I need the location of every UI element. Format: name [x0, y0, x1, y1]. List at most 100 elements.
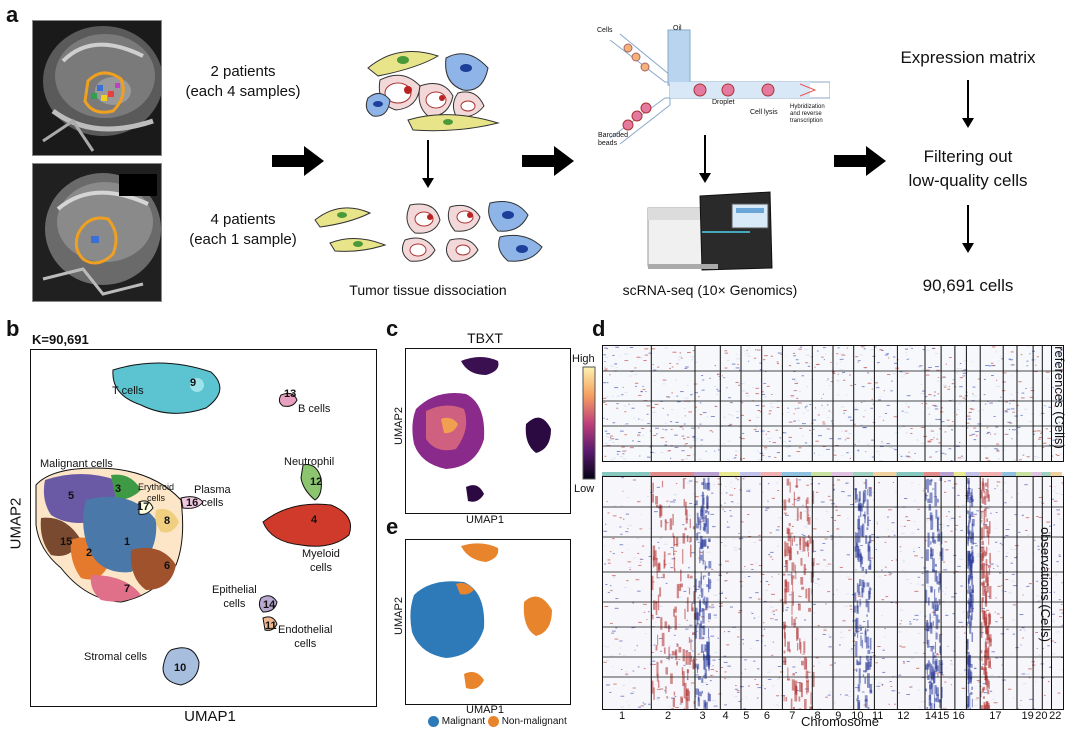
dissociated-cells-illustration [314, 201, 543, 262]
malignant-cells-label: Malignant cells [40, 458, 113, 470]
arrow-right-icon [272, 146, 324, 176]
arrow-right-icon [834, 146, 886, 176]
chromosome-axis-label: Chromosome [800, 714, 880, 729]
cluster-number: 9 [190, 377, 197, 389]
expression-matrix-label: Expression matrix [900, 48, 1036, 67]
chromosome-tick-label: 16 [952, 710, 965, 722]
chromosome-color-segment [602, 472, 651, 478]
umap-clusters-plot [30, 349, 377, 707]
panel-d-letter: d [592, 316, 606, 341]
chromosome-color-segment [940, 472, 954, 478]
droplet-label: Droplet [712, 99, 735, 106]
filtering-label: Filtering out low-quality cells [908, 147, 1028, 190]
colorbar-high-label: High [572, 353, 595, 365]
cluster-number: 11 [265, 620, 277, 632]
dissociation-label: Tumor tissue dissociation [349, 282, 507, 298]
arrow-down-icon [699, 135, 711, 183]
arrow-down-icon [962, 80, 974, 128]
b-cells-label: B cells [298, 403, 331, 415]
chromosome-color-segment [719, 472, 740, 478]
malignancy-umap-plot [405, 539, 571, 705]
neutrophil-label: Neutrophil [284, 456, 335, 468]
cluster-number: 8 [164, 515, 171, 527]
cluster-number: 5 [68, 490, 75, 502]
references-axis-label: references (Cells) [1051, 346, 1067, 449]
chromosome-tick-label: 20 [1035, 710, 1048, 722]
cluster-number: 7 [124, 583, 131, 595]
cluster-number: 14 [263, 599, 276, 611]
cell-lysis-label: Cell lysis [750, 109, 778, 116]
cluster-number: 15 [60, 536, 73, 548]
chromosome-tick-label: 8 [814, 710, 821, 722]
observations-axis-label: observations (Cells) [1037, 527, 1053, 642]
non-malignant-legend-swatch [487, 716, 499, 727]
plasma-cells-label: Plasma cells [194, 484, 231, 509]
erythroid-cells-label: Erythroid cells [138, 482, 175, 503]
chromosome-tick-label: 11 [872, 710, 884, 722]
malignant-legend-swatch [428, 716, 439, 727]
chromosome-color-segment [979, 472, 1003, 478]
panel-a-letter: a [6, 2, 19, 27]
cluster-number: 12 [310, 476, 323, 488]
cells-label: Cells [597, 27, 613, 34]
mri-image-sagittal-1 [32, 20, 162, 156]
panel-c-umap1-label: UMAP1 [466, 514, 504, 526]
chromosome-tick-label: 1415 [924, 710, 950, 722]
chromosome-tick-label: 6 [763, 710, 771, 722]
cluster-number: 3 [115, 483, 122, 495]
malignant-legend-label: Malignant [441, 716, 486, 728]
microfluidic-diagram [609, 29, 830, 145]
umap1-axis-label: UMAP1 [184, 708, 236, 725]
chromosome-color-segment [1050, 472, 1062, 478]
colorbar-low-label: Low [574, 483, 595, 495]
chromosome-color-segment [832, 472, 853, 478]
chromosome-color-segment [694, 472, 720, 478]
sequencer-illustration [647, 191, 773, 271]
patients-group-2-label: 4 patients (each 1 sample) [189, 211, 297, 248]
chromosome-color-segment [811, 472, 832, 478]
arrow-down-icon [422, 140, 434, 188]
chromosome-color-segment [740, 472, 761, 478]
tumor-tissue-illustration [365, 51, 500, 132]
chromosome-tick-label: 5 [743, 710, 750, 722]
chromosome-tick-label: 3 [699, 710, 706, 722]
panel-e-umap1-label: UMAP1 [466, 704, 504, 716]
chromosome-tick-label: 22 [1049, 710, 1062, 722]
tbxt-umap-plot [405, 348, 571, 514]
panel-b-letter: b [6, 316, 20, 341]
chromosome-color-segment [1002, 472, 1016, 478]
cluster-number: 13 [284, 388, 297, 400]
chromosome-tick-label: 10 [851, 710, 864, 722]
arrow-right-icon [522, 146, 574, 176]
chromosome-tick-label: 12 [897, 710, 910, 722]
chromosome-color-segment [650, 472, 694, 478]
chromosome-color-segment [896, 472, 924, 478]
hybridization-label: Hybridization and reverse transcription [790, 104, 825, 124]
cluster-number: 6 [164, 560, 171, 572]
cluster-number: 2 [86, 547, 93, 559]
chromosome-tick-label: 19 [1021, 710, 1034, 722]
myeloid-cells-label: Myeloid cells [302, 548, 340, 574]
oil-label: Oil [673, 25, 682, 32]
chromosome-color-segment [1016, 472, 1033, 478]
arrow-down-icon [962, 205, 974, 253]
chromosome-color-segment [1032, 472, 1042, 478]
cluster-number: 1 [124, 536, 131, 548]
chromosome-color-segment [760, 472, 782, 478]
chromosome-color-bar [602, 467, 1062, 478]
cluster-number: 16 [186, 497, 199, 509]
chromosome-color-segment [873, 472, 897, 478]
colorbar-gradient [582, 366, 596, 480]
chromosome-tick-label: 17 [989, 710, 1002, 722]
chromosome-color-segment [953, 472, 966, 478]
tbxt-title: TBXT [467, 330, 503, 346]
chromosome-tick-label: 7 [789, 710, 796, 722]
umap2-axis-label: UMAP2 [7, 497, 25, 550]
cluster-number: 4 [311, 514, 318, 526]
references-heatmap [602, 345, 1064, 462]
chromosome-color-segment [965, 472, 980, 478]
chromosome-color-segment [781, 472, 812, 478]
epithelial-cells-label: Epithelial cells [212, 584, 257, 610]
mri-image-sagittal-2 [32, 163, 162, 302]
